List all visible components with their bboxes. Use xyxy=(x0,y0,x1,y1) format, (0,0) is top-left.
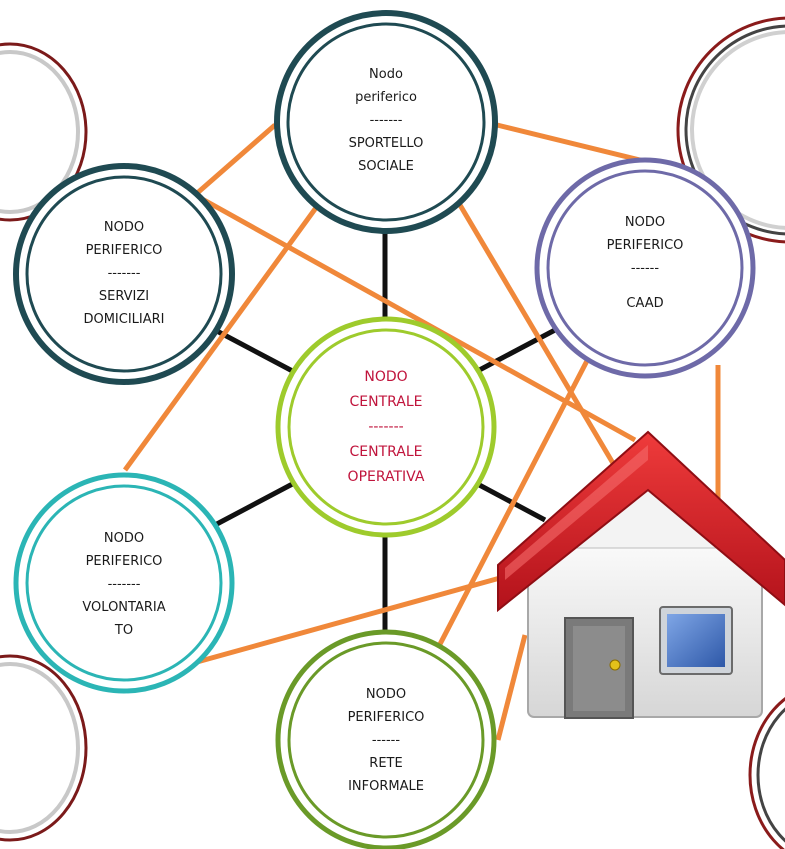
link-rete-casa xyxy=(495,634,528,741)
node-ring-servizi xyxy=(13,163,235,385)
node-label-line: periferico xyxy=(355,89,417,105)
link-sportello-casa xyxy=(457,203,620,472)
node-label-line: OPERATIVA xyxy=(347,469,425,485)
corner-bubble-top-left xyxy=(0,42,88,222)
link-volontariato-casa xyxy=(196,575,501,665)
node-rete-informale: NODO PERIFERICO ------ RETE INFORMALE xyxy=(296,660,476,820)
node-ring-caad xyxy=(534,157,756,379)
node-label-line: PERIFERICO xyxy=(606,238,684,253)
peripheral-links xyxy=(122,122,721,741)
corner-bubble-bottom-left xyxy=(0,654,88,842)
link-servizi-sportello xyxy=(193,123,277,197)
node-label-line: DOMICILIARI xyxy=(83,311,165,327)
node-label-line: RETE xyxy=(369,755,403,771)
node-label-line: ------- xyxy=(107,265,141,281)
node-label-line: Nodo xyxy=(369,66,403,82)
node-label-line: ------- xyxy=(107,576,141,592)
node-ring-rete xyxy=(275,629,497,849)
node-label-line: NODO xyxy=(103,530,145,546)
node-label-line: NODO xyxy=(103,219,145,235)
node-centrale-operativa: NODO CENTRALE ------- CENTRALE OPERATIVA xyxy=(296,360,476,495)
node-label-line: CENTRALE xyxy=(349,394,423,410)
node-label-line: SOCIALE xyxy=(358,158,414,174)
node-label-line: INFORMALE xyxy=(348,778,424,794)
node-ring-centrale xyxy=(275,316,497,538)
link-central-servizi xyxy=(213,327,302,378)
node-sportello-sociale: Nodo periferico ------- SPORTELLO SOCIAL… xyxy=(296,40,476,200)
node-label-line: SPORTELLO xyxy=(348,135,424,151)
node-label-line: PERIFERICO xyxy=(85,553,163,569)
node-label-line: NODO xyxy=(364,369,408,385)
node-label-line: ------ xyxy=(371,732,401,748)
node-label-line: SERVIZI xyxy=(98,288,150,304)
node-label-line: VOLONTARIA xyxy=(82,599,166,615)
node-label-line: CAAD xyxy=(626,296,664,311)
node-caad: NODO PERIFERICO ------ CAAD xyxy=(555,198,735,328)
node-volontariato: NODO PERIFERICO ------- VOLONTARIA TO xyxy=(34,504,214,664)
link-central-volontariato xyxy=(213,477,302,528)
link-central-casa xyxy=(468,477,547,523)
node-ring-sportello xyxy=(274,10,498,234)
node-label-line: ------- xyxy=(369,112,403,128)
node-label-line: NODO xyxy=(624,215,666,230)
link-sportello-caad xyxy=(496,122,649,165)
link-sportello-volontariato xyxy=(122,203,321,472)
link-caad-rete xyxy=(435,353,593,650)
node-label-line: CENTRALE xyxy=(349,444,423,460)
node-label-line: ------ xyxy=(630,261,660,276)
node-servizi-domiciliari: NODO PERIFERICO ------- SERVIZI DOMICILI… xyxy=(34,193,214,353)
node-label-line: PERIFERICO xyxy=(85,242,163,258)
node-ring-volontariato xyxy=(13,472,235,694)
node-label-line: TO xyxy=(114,622,134,638)
central-links xyxy=(213,230,557,642)
node-label-line: NODO xyxy=(365,686,407,702)
node-label-line: PERIFERICO xyxy=(347,709,425,725)
link-servizi-casa xyxy=(193,192,637,443)
corner-bubble-bottom-right xyxy=(748,697,785,849)
house-icon xyxy=(497,430,785,719)
node-label-line: ------- xyxy=(368,419,404,435)
